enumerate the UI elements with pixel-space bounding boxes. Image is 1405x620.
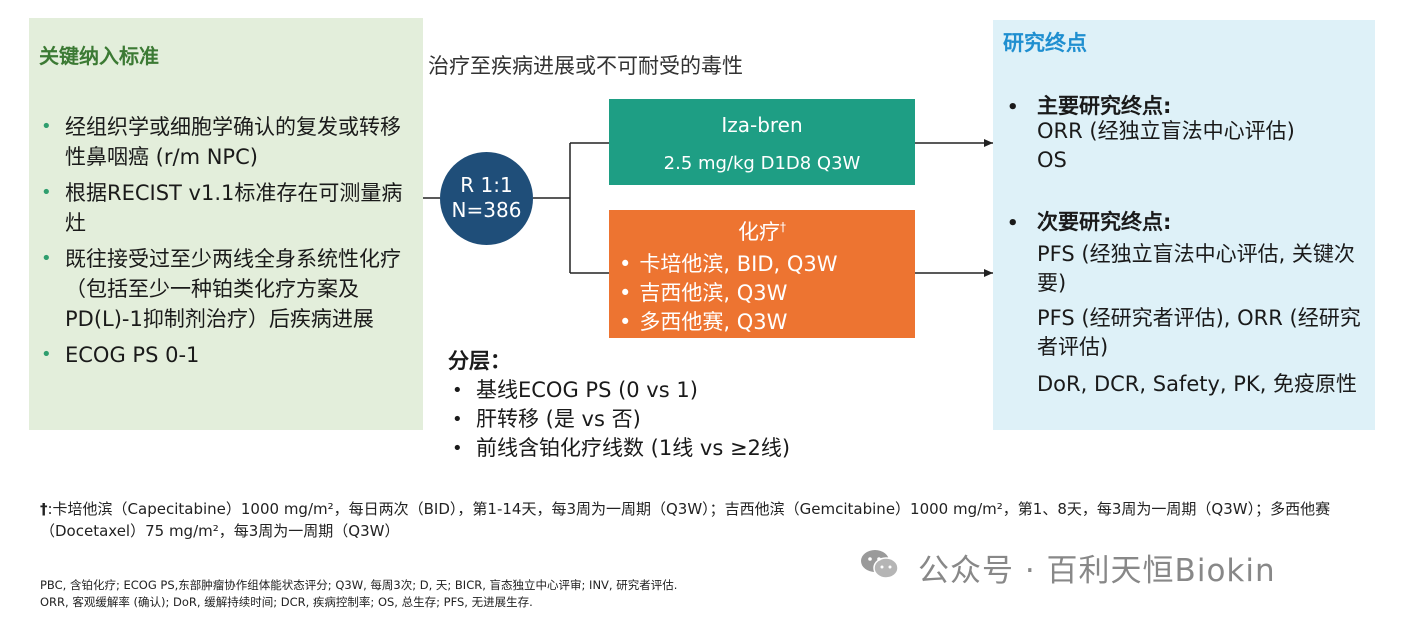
arm2-title: 化疗† xyxy=(609,216,915,246)
strata-title: 分层： xyxy=(448,349,511,373)
randomization-circle: R 1:1 N=386 xyxy=(440,152,533,245)
primary-endpoint-heading: •主要研究终点: xyxy=(1007,94,1172,118)
primary-endpoint-item: OS xyxy=(1037,148,1067,172)
chemo-option-text: 多西他赛, Q3W xyxy=(639,310,788,334)
footnote-mark: † xyxy=(780,220,786,234)
chemo-option-text: 卡培他滨, BID, Q3W xyxy=(639,252,838,276)
arm1-name: Iza-bren xyxy=(721,113,803,137)
strata-item: 基线ECOG PS (0 vs 1) xyxy=(448,376,790,405)
strata-list: 基线ECOG PS (0 vs 1) 肝转移 (是 vs 否) 前线含铂化疗线数… xyxy=(448,376,790,463)
chemo-option: •吉西他滨, Q3W xyxy=(619,281,788,305)
chemo-options-list: •卡培他滨, BID, Q3W •吉西他滨, Q3W •多西他赛, Q3W xyxy=(619,250,838,337)
criteria-item: 经组织学或细胞学确认的复发或转移性鼻咽癌 (r/m NPC) xyxy=(35,112,417,172)
criteria-item: ECOG PS 0-1 xyxy=(35,340,417,370)
chemo-option-text: 吉西他滨, Q3W xyxy=(639,281,788,305)
stratification: 分层： 基线ECOG PS (0 vs 1) 肝转移 (是 vs 否) 前线含铂… xyxy=(448,346,790,463)
strata-item: 前线含铂化疗线数 (1线 vs ≥2线) xyxy=(448,434,790,463)
sample-size: N=386 xyxy=(451,198,522,222)
secondary-endpoint-item: DoR, DCR, Safety, PK, 免疫原性 xyxy=(1037,372,1358,396)
secondary-endpoint-heading: •次要研究终点: xyxy=(1007,210,1172,234)
treatment-duration-label: 治疗至疾病进展或不可耐受的毒性 xyxy=(428,54,743,78)
watermark-text: 公众号 · 百利天恒Biokin xyxy=(918,553,1276,589)
arm2-title-text: 化疗 xyxy=(738,220,780,244)
abbreviations-line: ORR, 客观缓解率 (确认); DoR, 缓解持续时间; DCR, 疾病控制率… xyxy=(40,595,533,609)
footnote-text: :卡培他滨（Capecitabine）1000 mg/m²，每日两次（BID），… xyxy=(40,500,1331,540)
abbreviations: PBC, 含铂化疗; ECOG PS,东部肿瘤协作组体能状态评分; Q3W, 每… xyxy=(40,577,940,611)
primary-endpoint-label: 主要研究终点: xyxy=(1037,94,1172,118)
chemo-option: •卡培他滨, BID, Q3W xyxy=(619,252,838,276)
criteria-title: 关键纳入标准 xyxy=(39,44,159,68)
secondary-endpoint-label: 次要研究终点: xyxy=(1037,210,1172,234)
endpoints-panel: 研究终点 •主要研究终点: ORR (经独立盲法中心评估) OS •次要研究终点… xyxy=(993,20,1375,430)
footnote: †:卡培他滨（Capecitabine）1000 mg/m²，每日两次（BID）… xyxy=(40,498,1385,542)
strata-item: 肝转移 (是 vs 否) xyxy=(448,405,790,434)
randomization-ratio: R 1:1 xyxy=(460,173,513,197)
criteria-item: 既往接受过至少两线全身系统性化疗（包括至少一种铂类化疗方案及PD(L)-1抑制剂… xyxy=(35,244,417,334)
arm1-dose: 2.5 mg/kg D1D8 Q3W xyxy=(663,153,861,174)
wechat-icon xyxy=(861,550,899,579)
endpoints-title: 研究终点 xyxy=(1003,31,1087,55)
inclusion-criteria-panel: 关键纳入标准 经组织学或细胞学确认的复发或转移性鼻咽癌 (r/m NPC) 根据… xyxy=(29,18,423,430)
secondary-endpoint-item: PFS (经研究者评估), ORR (经研究者评估) xyxy=(1037,306,1361,359)
chemo-option: •多西他赛, Q3W xyxy=(619,310,788,334)
primary-endpoint-item: ORR (经独立盲法中心评估) xyxy=(1037,119,1295,143)
abbreviations-line: PBC, 含铂化疗; ECOG PS,东部肿瘤协作组体能状态评分; Q3W, 每… xyxy=(40,578,678,592)
arm-iza-bren: Iza-bren 2.5 mg/kg D1D8 Q3W xyxy=(609,99,915,185)
secondary-endpoint-item: PFS (经独立盲法中心评估, 关键次要) xyxy=(1037,242,1355,295)
criteria-item: 根据RECIST v1.1标准存在可测量病灶 xyxy=(35,178,417,238)
footnote-mark: † xyxy=(40,500,48,518)
criteria-list: 经组织学或细胞学确认的复发或转移性鼻咽癌 (r/m NPC) 根据RECIST … xyxy=(35,112,417,376)
arm-chemotherapy: 化疗† •卡培他滨, BID, Q3W •吉西他滨, Q3W •多西他赛, Q3… xyxy=(609,210,915,338)
